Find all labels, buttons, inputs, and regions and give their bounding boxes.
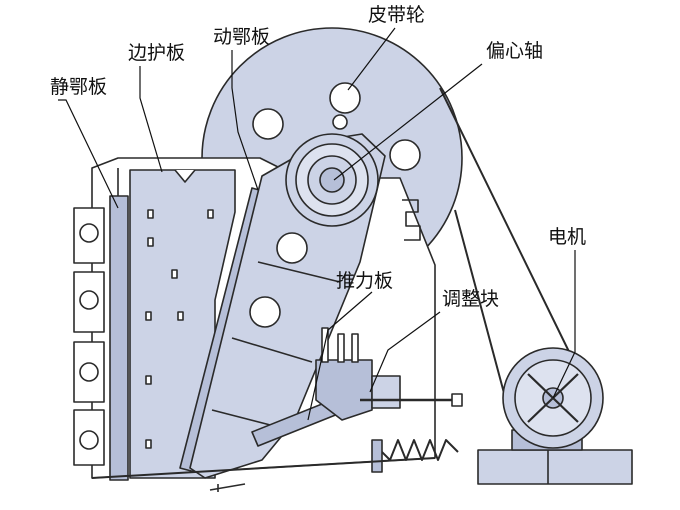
leader-toggle-plate bbox=[307, 291, 373, 421]
label-motor: 电机 bbox=[548, 226, 587, 248]
toggle-seat bbox=[315, 359, 373, 421]
drive-belt bbox=[439, 87, 578, 409]
swing-jaw-rib-2 bbox=[231, 337, 313, 363]
leader-eccentric-shaft bbox=[333, 63, 483, 181]
label-adjusting-block: 调整块 bbox=[442, 288, 500, 310]
swing-jaw-rib-1 bbox=[257, 261, 341, 283]
label-moving-jaw: 动鄂板 bbox=[213, 26, 271, 48]
tension-spring bbox=[377, 439, 459, 461]
leader-adjusting-block bbox=[369, 311, 441, 393]
label-eccentric-shaft: 偏心轴 bbox=[486, 40, 544, 62]
frame-slots bbox=[402, 199, 421, 241]
motor-base bbox=[477, 449, 633, 485]
lifting-ring bbox=[332, 114, 348, 130]
label-side-guard: 边护板 bbox=[128, 42, 186, 64]
adjusting-block bbox=[371, 375, 401, 409]
label-fixed-jaw: 静鄂板 bbox=[50, 76, 108, 98]
label-belt-wheel: 皮带轮 bbox=[368, 4, 426, 26]
frame-opening-hole-3 bbox=[79, 362, 99, 382]
leader-belt-wheel bbox=[347, 27, 396, 91]
spring-seat bbox=[371, 439, 383, 473]
leader-moving-jaw bbox=[231, 50, 259, 191]
belt-wheel-hole-3 bbox=[389, 139, 421, 171]
frame-bottom bbox=[91, 457, 436, 479]
label-toggle-plate: 推力板 bbox=[336, 270, 394, 292]
swing-jaw-hole-2 bbox=[249, 296, 281, 328]
frame-bottom-link bbox=[209, 483, 246, 492]
frame-opening-1 bbox=[73, 207, 105, 264]
leader-motor bbox=[552, 250, 576, 399]
belt-wheel-hole-1 bbox=[252, 108, 284, 140]
frame-opening-hole-4 bbox=[79, 430, 99, 450]
frame-opening-hole-2 bbox=[79, 290, 99, 310]
fixed-jaw-plate bbox=[109, 195, 129, 481]
leader-fixed-jaw bbox=[58, 99, 119, 209]
frame-opening-hole-1 bbox=[79, 223, 99, 243]
tension-rod-nut bbox=[451, 393, 463, 407]
belt-wheel-hole-2 bbox=[329, 82, 361, 114]
side-guard-bolts bbox=[145, 209, 214, 449]
leader-side-guard bbox=[139, 66, 163, 173]
eccentric-shaft-core bbox=[319, 167, 345, 193]
swing-jaw-hole-1 bbox=[276, 232, 308, 264]
leader-lines bbox=[58, 27, 576, 421]
side-guard-notch bbox=[174, 169, 196, 183]
